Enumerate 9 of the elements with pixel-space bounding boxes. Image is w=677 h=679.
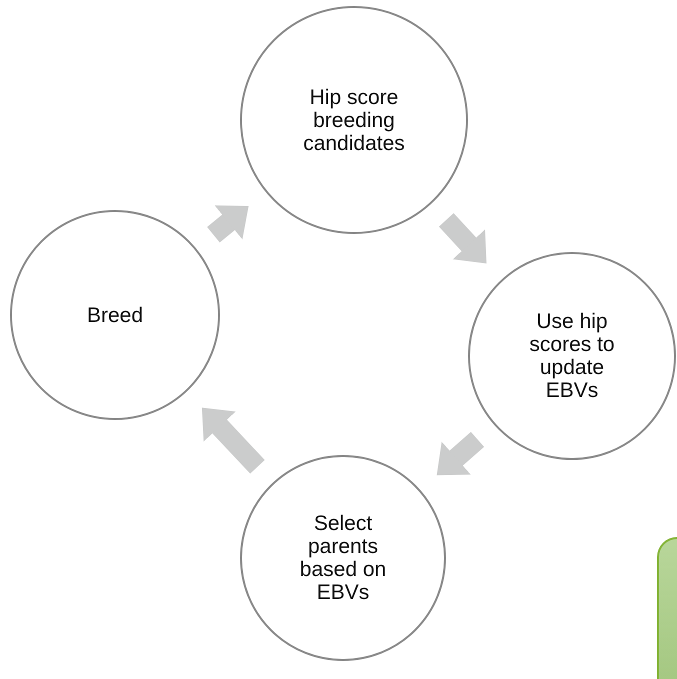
step-label: Use hip scores to update EBVs — [528, 310, 616, 402]
step-label: Select parents based on EBVs — [298, 512, 388, 604]
rounded-panel — [657, 537, 677, 679]
block-arrow — [202, 408, 265, 474]
step-label: Breed — [86, 304, 144, 326]
step-label: Hip score breeding candidates — [302, 86, 406, 154]
block-arrow — [438, 213, 486, 264]
block-arrow — [207, 205, 249, 242]
block-arrow — [436, 432, 484, 476]
